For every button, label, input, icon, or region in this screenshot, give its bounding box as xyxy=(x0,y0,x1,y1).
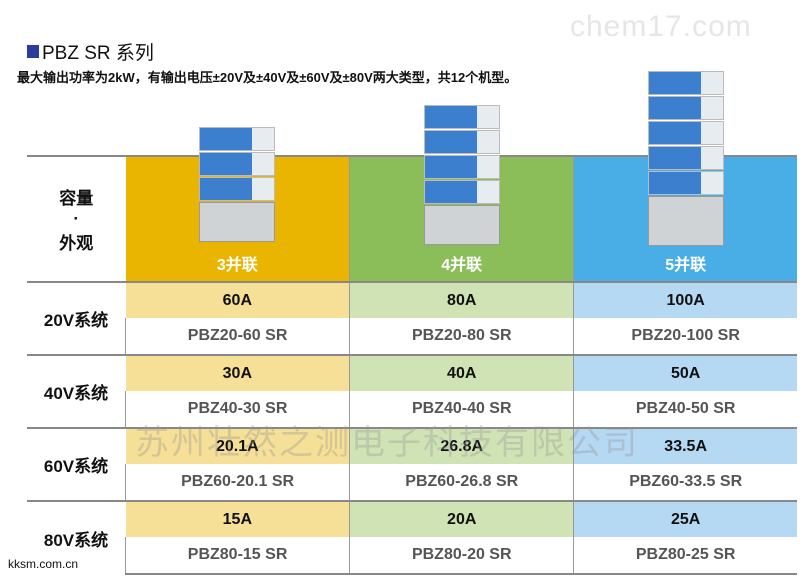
column-5-parallel: 5并联 xyxy=(573,71,797,283)
current-cell: 25A xyxy=(573,500,797,537)
current-cell: 33.5A xyxy=(573,427,797,464)
label-dot: · xyxy=(73,209,80,228)
header-row: 容量· 外观 3并联 4并联 5并联 xyxy=(27,71,797,283)
model-cell: PBZ20-60 SR xyxy=(124,318,350,355)
current-cell: 26.8A xyxy=(349,427,574,464)
device-image-4 xyxy=(423,105,500,245)
model-cell: PBZ20-100 SR xyxy=(573,318,797,355)
model-cell: PBZ60-26.8 SR xyxy=(349,464,574,501)
watermark-bottom: kksm.com.cn xyxy=(8,557,79,571)
page-title: PBZ SR 系列 xyxy=(27,38,154,65)
current-cell: 40A xyxy=(349,354,574,391)
watermark-top: chem17.com xyxy=(570,10,752,43)
column-3-parallel: 3并联 xyxy=(125,127,350,283)
current-cell: 50A xyxy=(573,354,797,391)
voltage-system-label: 20V系统 xyxy=(27,281,126,355)
header-label: 容量· 外观 xyxy=(27,155,126,283)
column-label: 3并联 xyxy=(216,257,258,274)
column-label: 5并联 xyxy=(665,257,707,274)
model-cell: PBZ60-20.1 SR xyxy=(124,464,350,501)
current-cell: 100A xyxy=(573,281,797,318)
model-cell: PBZ40-40 SR xyxy=(349,391,574,428)
column-4-parallel: 4并联 xyxy=(349,105,574,283)
current-cell: 20A xyxy=(349,500,574,537)
label-capacity: 容量 xyxy=(59,189,94,208)
current-cell: 15A xyxy=(125,500,350,537)
model-cell: PBZ80-15 SR xyxy=(124,537,350,575)
current-cell: 60A xyxy=(125,281,350,318)
voltage-system-label: 60V系统 xyxy=(27,427,126,501)
current-cell: 80A xyxy=(349,281,574,318)
current-cell: 30A xyxy=(125,354,350,391)
voltage-system-label: 80V系统 xyxy=(27,500,126,574)
model-cell: PBZ40-30 SR xyxy=(124,391,350,428)
model-cell: PBZ40-50 SR xyxy=(573,391,797,428)
subtitle: 最大输出功率为2kW，有输出电压±20V及±40V及±60V及±80V两大类型，… xyxy=(17,70,518,85)
column-label: 4并联 xyxy=(441,257,483,274)
device-image-3 xyxy=(199,127,276,242)
model-cell: PBZ60-33.5 SR xyxy=(573,464,797,501)
model-cell: PBZ80-25 SR xyxy=(573,537,797,575)
model-cell: PBZ20-80 SR xyxy=(349,318,574,355)
model-cell: PBZ80-20 SR xyxy=(349,537,574,575)
watermark-middle: 苏州壮然之测电子科技有限公司 xyxy=(135,424,639,462)
current-cell: 20.1A xyxy=(125,427,350,464)
bullet-square-icon xyxy=(27,45,39,58)
title-text: PBZ SR 系列 xyxy=(42,43,154,64)
voltage-system-label: 40V系统 xyxy=(27,354,126,428)
device-image-5 xyxy=(647,71,724,246)
label-appearance: 外观 xyxy=(59,234,94,253)
